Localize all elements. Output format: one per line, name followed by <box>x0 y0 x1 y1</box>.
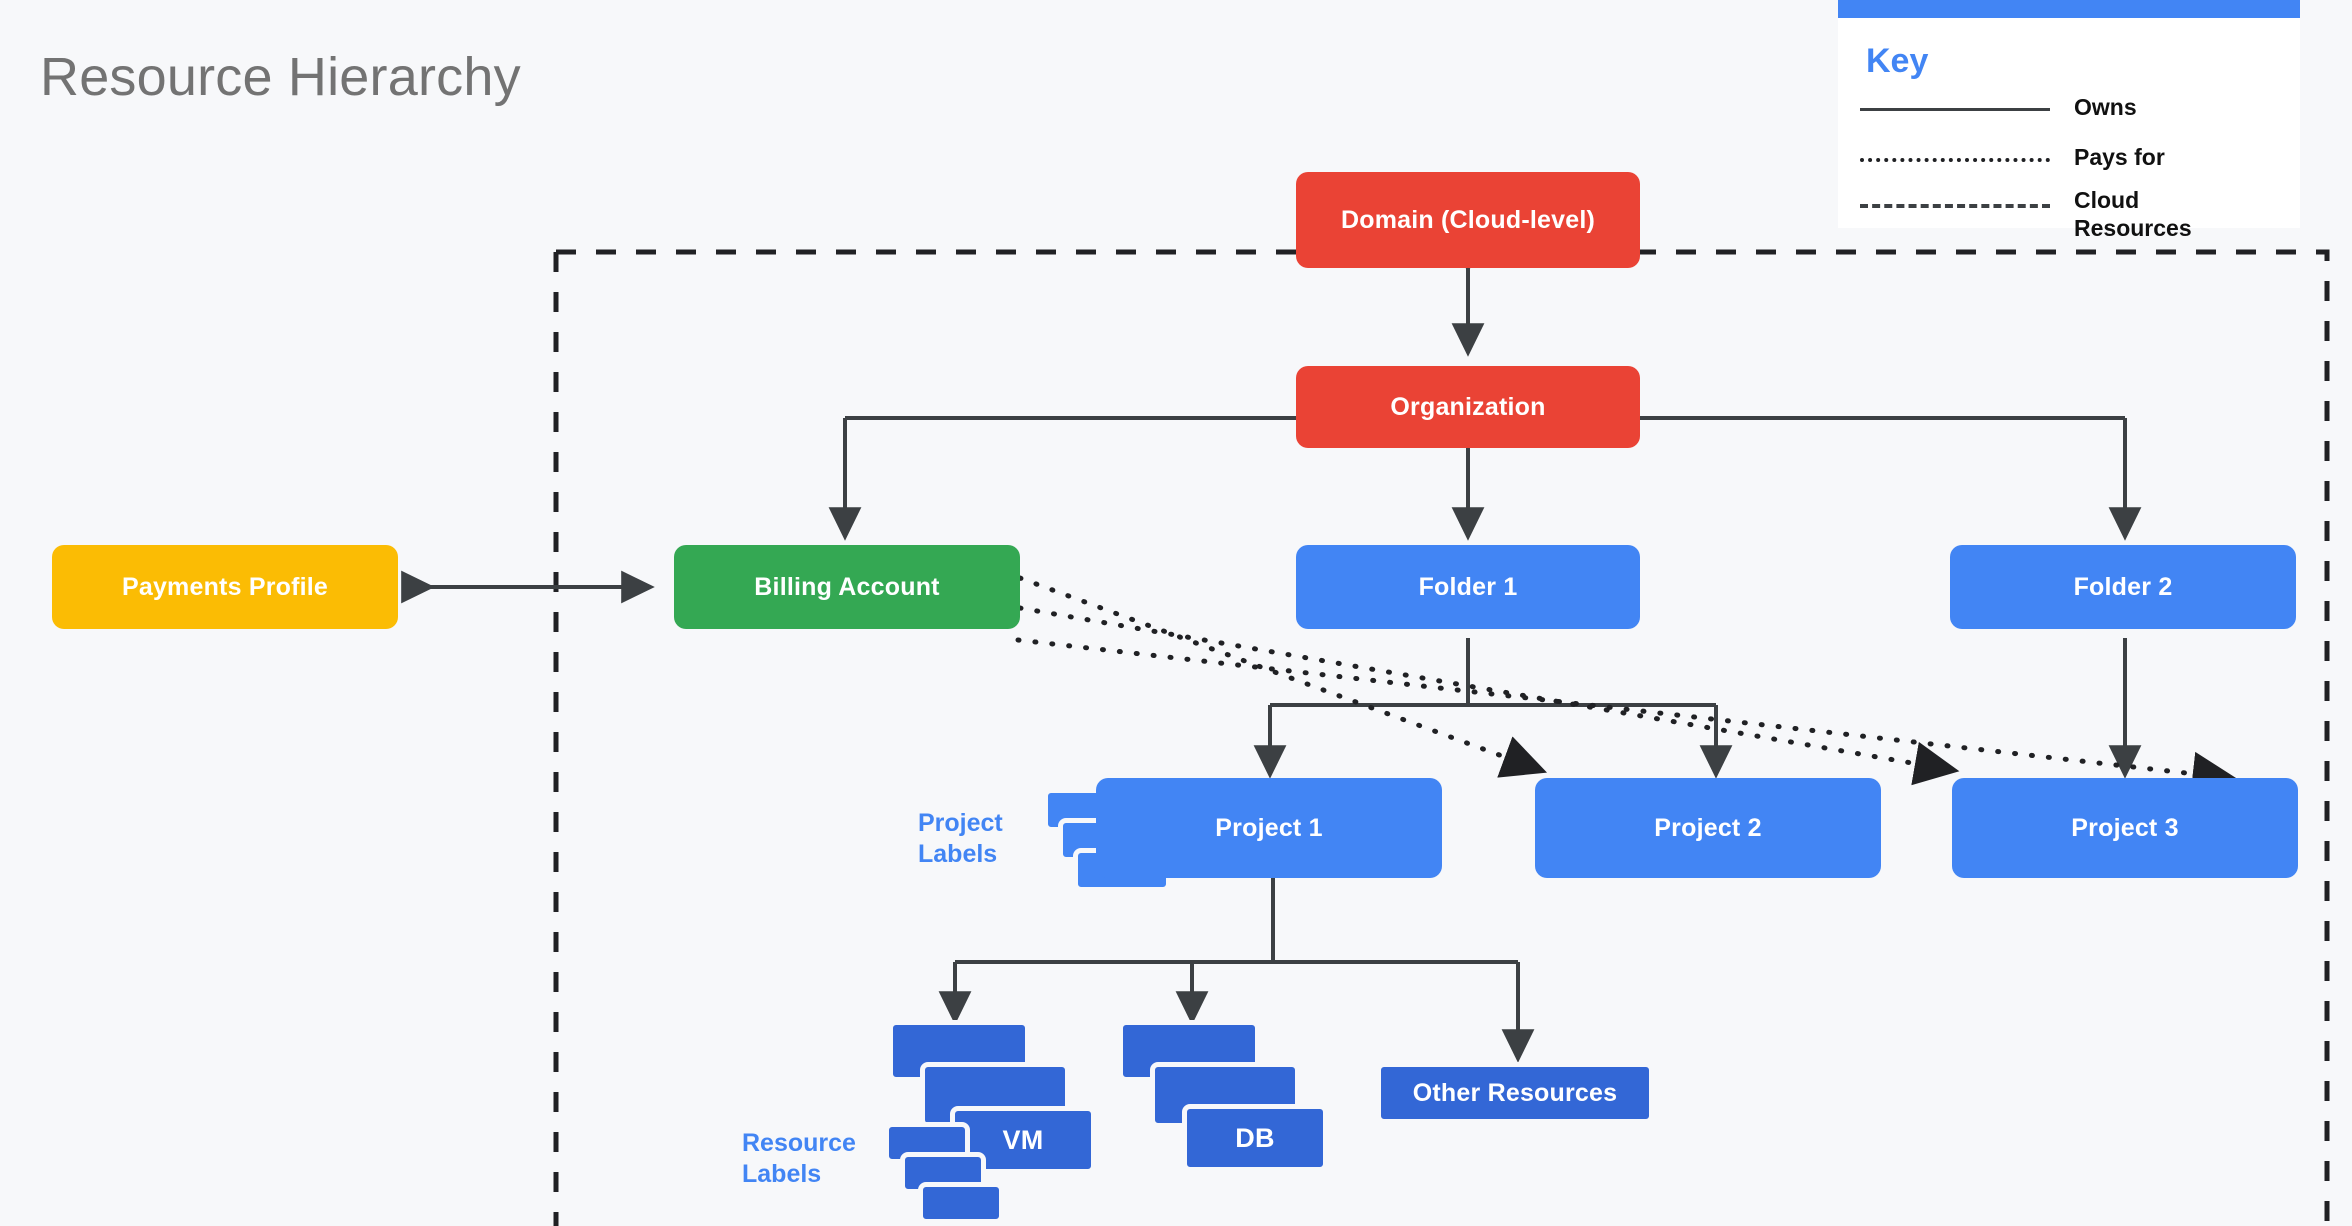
resource-label-chip-3 <box>918 1182 1004 1224</box>
node-other-resources-label: Other Resources <box>1412 1078 1618 1107</box>
node-project-1[interactable]: Project 1 <box>1096 778 1442 878</box>
node-project-3-label: Project 3 <box>2071 813 2179 842</box>
node-organization-label: Organization <box>1390 392 1546 421</box>
legend-swatch-owns <box>1860 108 2050 111</box>
project-labels-annotation: Project Labels <box>918 809 1003 869</box>
node-project-1-label: Project 1 <box>1215 813 1323 842</box>
node-db[interactable]: DB <box>1182 1104 1328 1172</box>
node-payments-profile-label: Payments Profile <box>121 572 329 601</box>
node-domain[interactable]: Domain (Cloud-level) <box>1296 172 1640 268</box>
legend-label-owns: Owns <box>2074 94 2137 120</box>
node-vm-label: VM <box>1002 1124 1044 1155</box>
legend-swatch-cloud-resources <box>1860 204 2050 208</box>
node-folder-2-label: Folder 2 <box>2073 572 2173 601</box>
legend-label-pays-for: Pays for <box>2074 144 2165 170</box>
legend-panel: Key Owns Pays for Cloud Resources <box>1838 0 2300 241</box>
node-other-resources[interactable]: Other Resources <box>1376 1062 1654 1124</box>
node-folder-1[interactable]: Folder 1 <box>1296 545 1640 629</box>
legend-label-cloud-resources: Cloud Resources <box>2074 187 2192 242</box>
legend-swatch-pays-for <box>1860 158 2050 162</box>
node-billing-account-label: Billing Account <box>754 572 940 601</box>
node-db-label: DB <box>1235 1122 1275 1153</box>
node-domain-label: Domain (Cloud-level) <box>1340 205 1595 234</box>
node-billing-account[interactable]: Billing Account <box>674 545 1020 629</box>
node-project-2-label: Project 2 <box>1654 813 1762 842</box>
node-organization[interactable]: Organization <box>1296 366 1640 448</box>
node-payments-profile[interactable]: Payments Profile <box>52 545 398 629</box>
node-folder-1-label: Folder 1 <box>1418 572 1518 601</box>
resource-labels-annotation: Resource Labels <box>742 1129 856 1189</box>
legend-title: Key <box>1866 42 1929 80</box>
page-title: Resource Hierarchy <box>40 47 521 107</box>
node-project-3[interactable]: Project 3 <box>1952 778 2298 878</box>
edge-folder1-projects <box>1253 638 1733 779</box>
node-project-2[interactable]: Project 2 <box>1535 778 1881 878</box>
node-folder-2[interactable]: Folder 2 <box>1950 545 2296 629</box>
